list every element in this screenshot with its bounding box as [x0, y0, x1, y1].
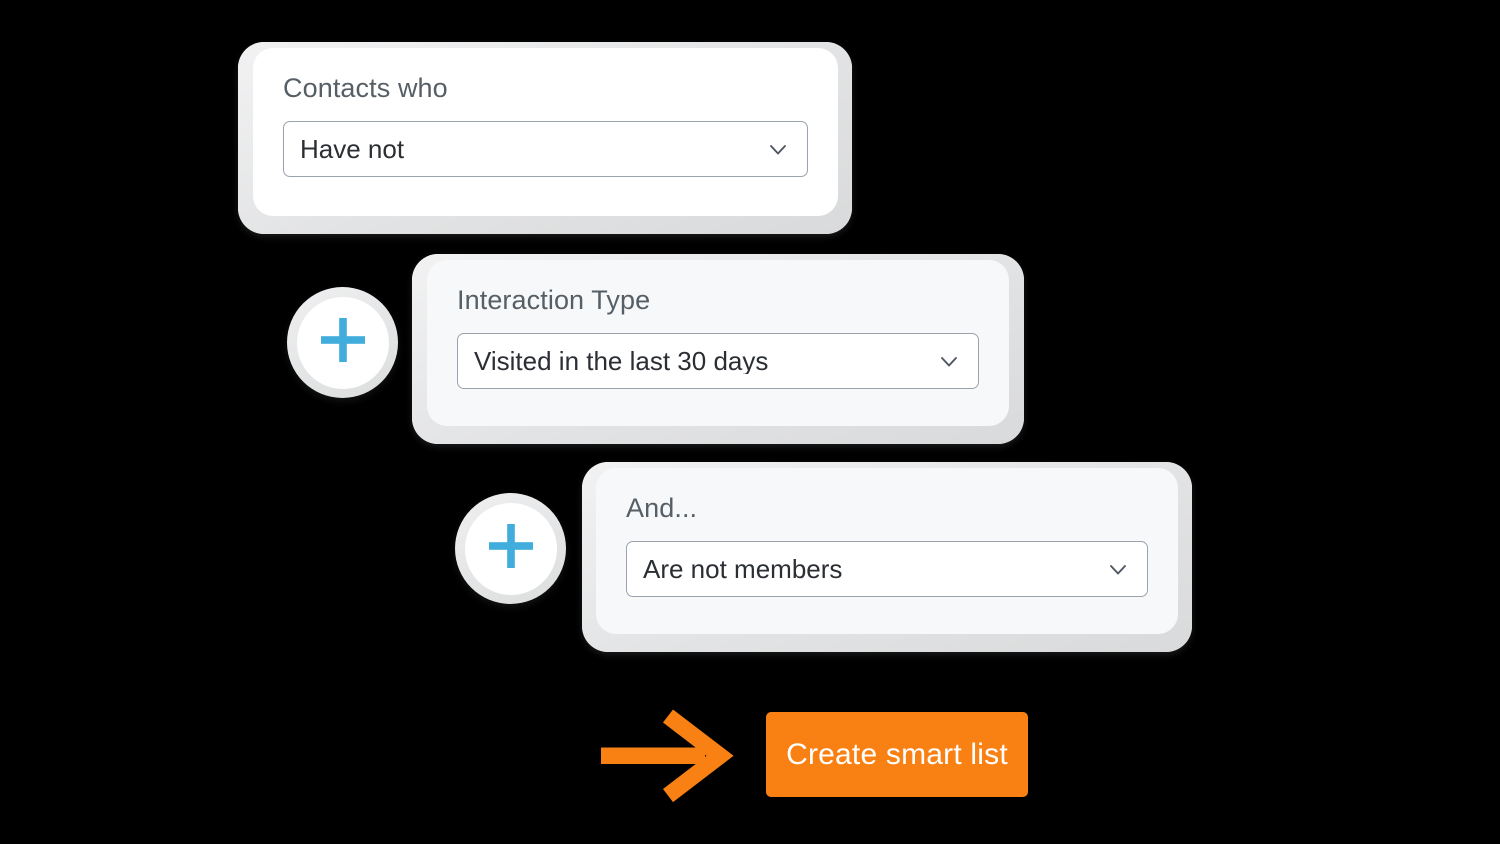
filter-card-1: Contacts who Have not — [253, 48, 838, 216]
filter-label-1: Contacts who — [283, 73, 448, 103]
add-filter-button-2[interactable] — [455, 493, 566, 604]
filter-card-2: Interaction Type Visited in the last 30 … — [427, 260, 1009, 426]
add-filter-button-2-face — [464, 502, 557, 595]
add-filter-button-1[interactable] — [287, 287, 398, 398]
filter-select-value-2: Visited in the last 30 days — [474, 347, 769, 374]
arrow-right-icon — [598, 706, 740, 806]
filter-card-frame-1: Contacts who Have not — [238, 42, 852, 234]
filter-select-3[interactable]: Are not members — [626, 540, 1148, 597]
plus-icon — [483, 518, 539, 579]
add-filter-button-1-face — [296, 296, 389, 389]
filter-select-1[interactable]: Have not — [283, 120, 808, 177]
filter-select-2[interactable]: Visited in the last 30 days — [457, 332, 979, 389]
filter-select-value-3: Are not members — [643, 555, 843, 582]
filter-card-frame-2: Interaction Type Visited in the last 30 … — [412, 254, 1024, 444]
filter-card-frame-3: And... Are not members — [582, 462, 1192, 652]
create-smart-list-button[interactable]: Create smart list — [766, 712, 1028, 797]
filter-card-3: And... Are not members — [596, 468, 1178, 634]
plus-icon — [315, 312, 371, 373]
filter-label-2: Interaction Type — [457, 285, 651, 315]
chevron-down-icon — [936, 348, 962, 374]
chevron-down-icon — [765, 136, 791, 162]
filter-label-3: And... — [626, 493, 698, 523]
chevron-down-icon — [1105, 556, 1131, 582]
filter-select-value-1: Have not — [300, 135, 405, 162]
